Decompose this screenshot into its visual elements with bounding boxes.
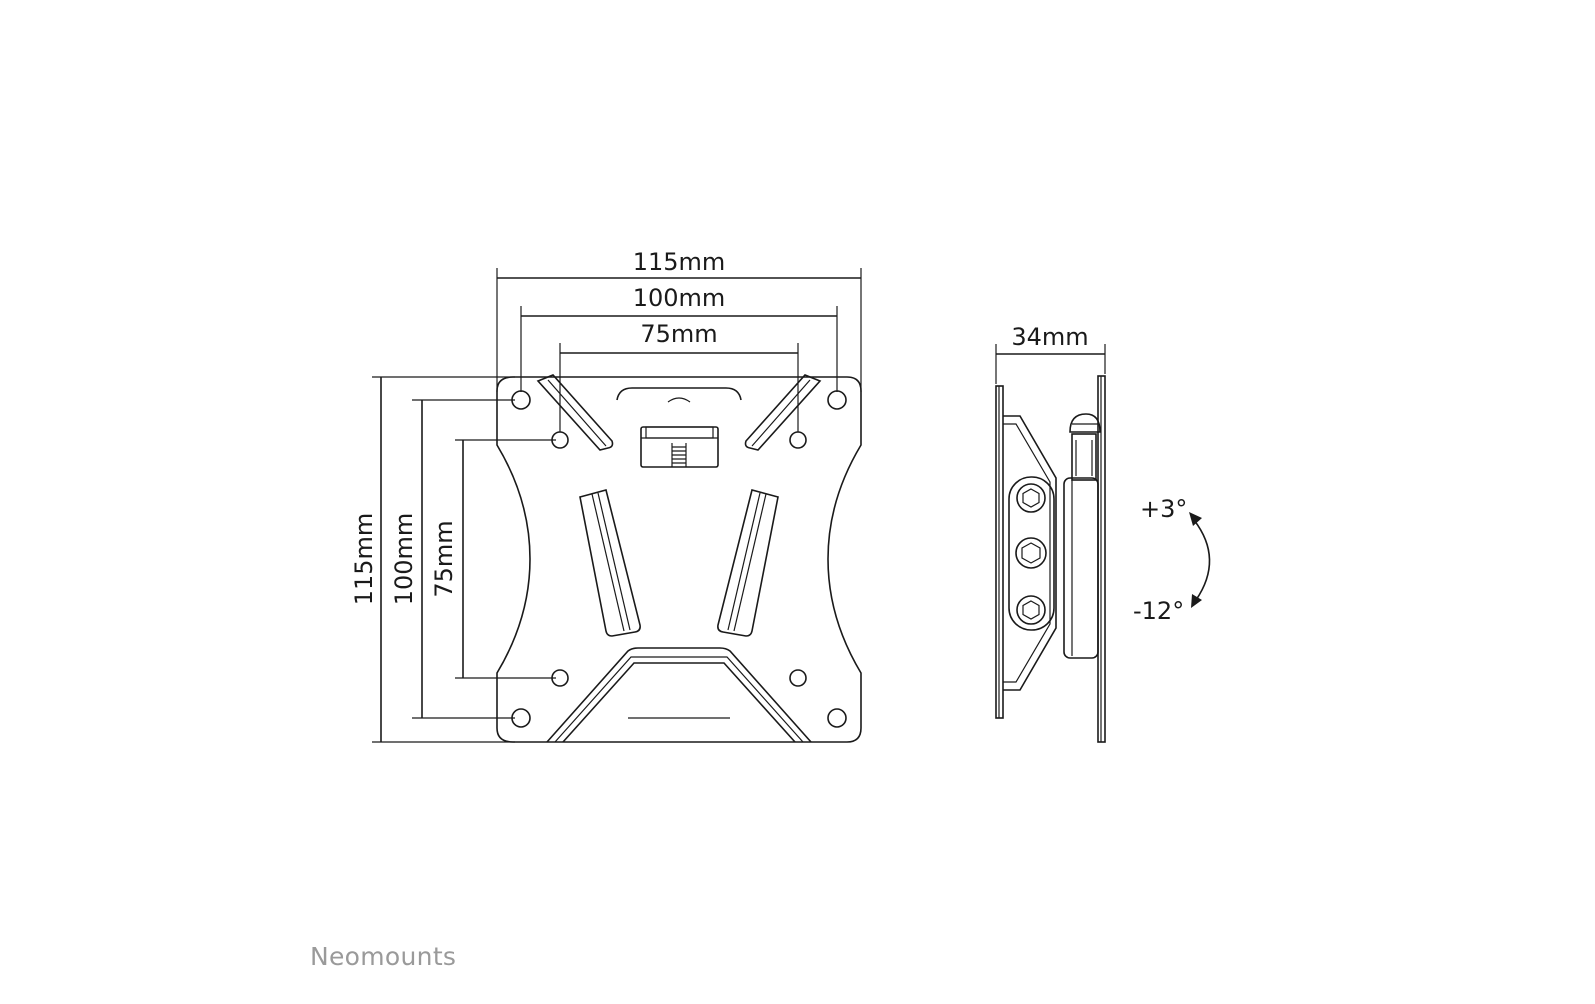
width-middle-label: 100mm bbox=[633, 284, 726, 312]
tilt-arrow-head-up bbox=[1189, 512, 1202, 526]
pivot-bolt-top bbox=[1016, 483, 1046, 513]
wall-plate bbox=[995, 385, 1004, 719]
height-outer-label: 115mm bbox=[350, 513, 378, 606]
monitor-plate bbox=[1097, 375, 1106, 743]
dimension-height-outer: 115mm bbox=[350, 376, 515, 743]
width-outer-label: 115mm bbox=[633, 248, 726, 276]
upper-left-rib bbox=[536, 374, 614, 451]
upper-right-rib bbox=[744, 374, 822, 451]
pivot-arm bbox=[1003, 415, 1057, 691]
front-view: 115mm 100mm 75mm 115mm 100mm bbox=[350, 248, 862, 743]
tilt-range-indicator: +3° -12° bbox=[1133, 495, 1211, 625]
dimension-height-middle: 100mm bbox=[390, 399, 515, 719]
height-middle-label: 100mm bbox=[390, 513, 418, 606]
pivot-capsule bbox=[1008, 476, 1055, 631]
dimension-height-inner: 75mm bbox=[430, 439, 556, 679]
brand-logo-text: Neomounts bbox=[310, 942, 457, 971]
left-slot bbox=[579, 489, 641, 637]
vesa-holes bbox=[511, 390, 847, 728]
tilt-up-label: +3° bbox=[1140, 495, 1187, 523]
pivot-bolt-bottom bbox=[1016, 595, 1046, 625]
tilt-arrow-head-down bbox=[1191, 594, 1202, 608]
dimension-width-outer: 115mm bbox=[496, 248, 862, 392]
hole-100-bottom-right bbox=[827, 708, 847, 728]
width-inner-label: 75mm bbox=[640, 320, 717, 348]
tilt-down-label: -12° bbox=[1133, 597, 1184, 625]
pivot-bolt-middle bbox=[1015, 537, 1047, 569]
tilt-arc-arrow bbox=[1193, 519, 1211, 601]
dimension-width-inner: 75mm bbox=[559, 320, 799, 432]
depth-label: 34mm bbox=[1011, 323, 1088, 351]
hole-75-bottom-right bbox=[789, 669, 807, 687]
hole-75-bottom-left bbox=[551, 669, 569, 687]
hole-100-top-right bbox=[827, 390, 847, 410]
lower-chevron-rib bbox=[546, 647, 812, 743]
height-inner-label: 75mm bbox=[430, 520, 458, 597]
dimension-depth: 34mm bbox=[995, 323, 1106, 384]
hole-100-top-left bbox=[511, 390, 531, 410]
hole-100-bottom-left bbox=[511, 708, 531, 728]
locking-screw-head bbox=[1069, 413, 1101, 433]
mounting-plate-outline bbox=[496, 376, 862, 743]
locking-screw-block bbox=[640, 426, 719, 468]
right-slot bbox=[717, 489, 779, 637]
side-view: 34mm bbox=[995, 323, 1211, 743]
hole-75-top-left bbox=[551, 431, 569, 449]
hole-75-top-right bbox=[789, 431, 807, 449]
tilt-bracket bbox=[1063, 433, 1099, 659]
top-hook bbox=[616, 387, 742, 401]
dimension-width-middle: 100mm bbox=[520, 284, 838, 392]
